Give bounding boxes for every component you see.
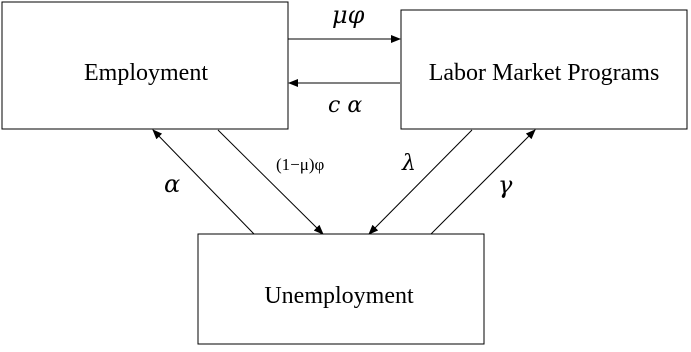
node-unemployment: Unemployment	[197, 233, 485, 345]
node-labor-market-programs: Labor Market Programs	[400, 9, 688, 130]
label-one-minus-mu-phi: (1−μ)φ	[276, 155, 325, 174]
label-gamma: γ	[498, 171, 513, 199]
label-alpha: α	[164, 170, 180, 198]
label-mu-phi: μφ	[332, 1, 365, 29]
arrow-employment-to-unemployment	[217, 129, 324, 235]
node-employment: Employment	[1, 1, 289, 130]
arrow-unemployment-to-programs	[430, 129, 536, 235]
arrow-programs-to-unemployment	[368, 129, 473, 235]
labor-market-programs-box	[400, 9, 688, 130]
label-c-alpha: c α	[328, 93, 362, 118]
arrow-unemployment-to-employment	[152, 129, 255, 235]
unemployment-label: Unemployment	[264, 283, 414, 309]
employment-label: Employment	[84, 60, 208, 86]
employment-box	[1, 1, 289, 130]
unemployment-box	[197, 233, 485, 345]
labor-market-programs-label: Labor Market Programs	[429, 60, 660, 86]
label-lambda: λ	[401, 151, 416, 176]
